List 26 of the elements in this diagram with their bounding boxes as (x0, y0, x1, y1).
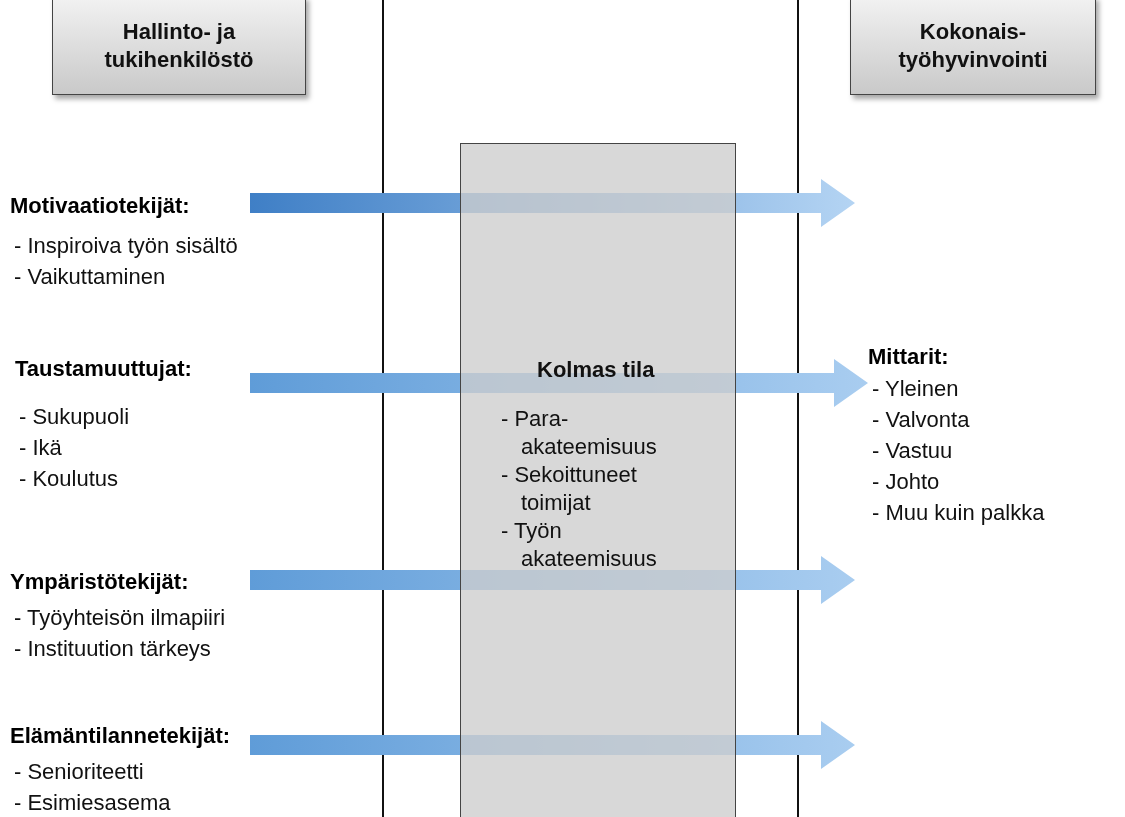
list-item: - Inspiroiva työn sisältö (13, 232, 238, 260)
list-item: - Työn akateemisuus (500, 517, 658, 573)
list-item: - Valvonta (871, 406, 970, 434)
list-item: - Sekoittuneet toimijat (500, 461, 638, 517)
group-heading: Taustamuuttujat: (15, 355, 192, 383)
group-heading: Elämäntilannetekijät: (10, 722, 231, 750)
list-item: - Työyhteisön ilmapiiri (13, 604, 226, 632)
list-item: - Koulutus (18, 465, 119, 493)
list-item: - Sukupuoli (18, 403, 130, 431)
group-heading: Ympäristötekijät: (10, 568, 189, 596)
list-item: - Vaikuttaminen (13, 263, 166, 291)
list-item: - Vastuu (871, 437, 953, 465)
title-box: Hallinto- ja tukihenkilöstö (52, 0, 306, 95)
box-heading: Kolmas tila (537, 357, 655, 383)
list-item: - Senioriteetti (13, 758, 144, 786)
list-item: - Instituution tärkeys (13, 635, 211, 663)
list-item: - Esimiesasema (13, 789, 171, 817)
list-item: - Muu kuin palkka (871, 499, 1045, 527)
group-heading: Motivaatiotekijät: (10, 192, 190, 220)
list-item: - Yleinen (871, 375, 959, 403)
list-item: - Ikä (18, 434, 62, 462)
central-box (460, 143, 736, 817)
group-heading: Mittarit: (868, 343, 949, 371)
list-item: - Johto (871, 468, 940, 496)
list-item: - Para- akateemisuus (500, 405, 658, 461)
title-box: Kokonais- työhyvinvointi (850, 0, 1096, 95)
